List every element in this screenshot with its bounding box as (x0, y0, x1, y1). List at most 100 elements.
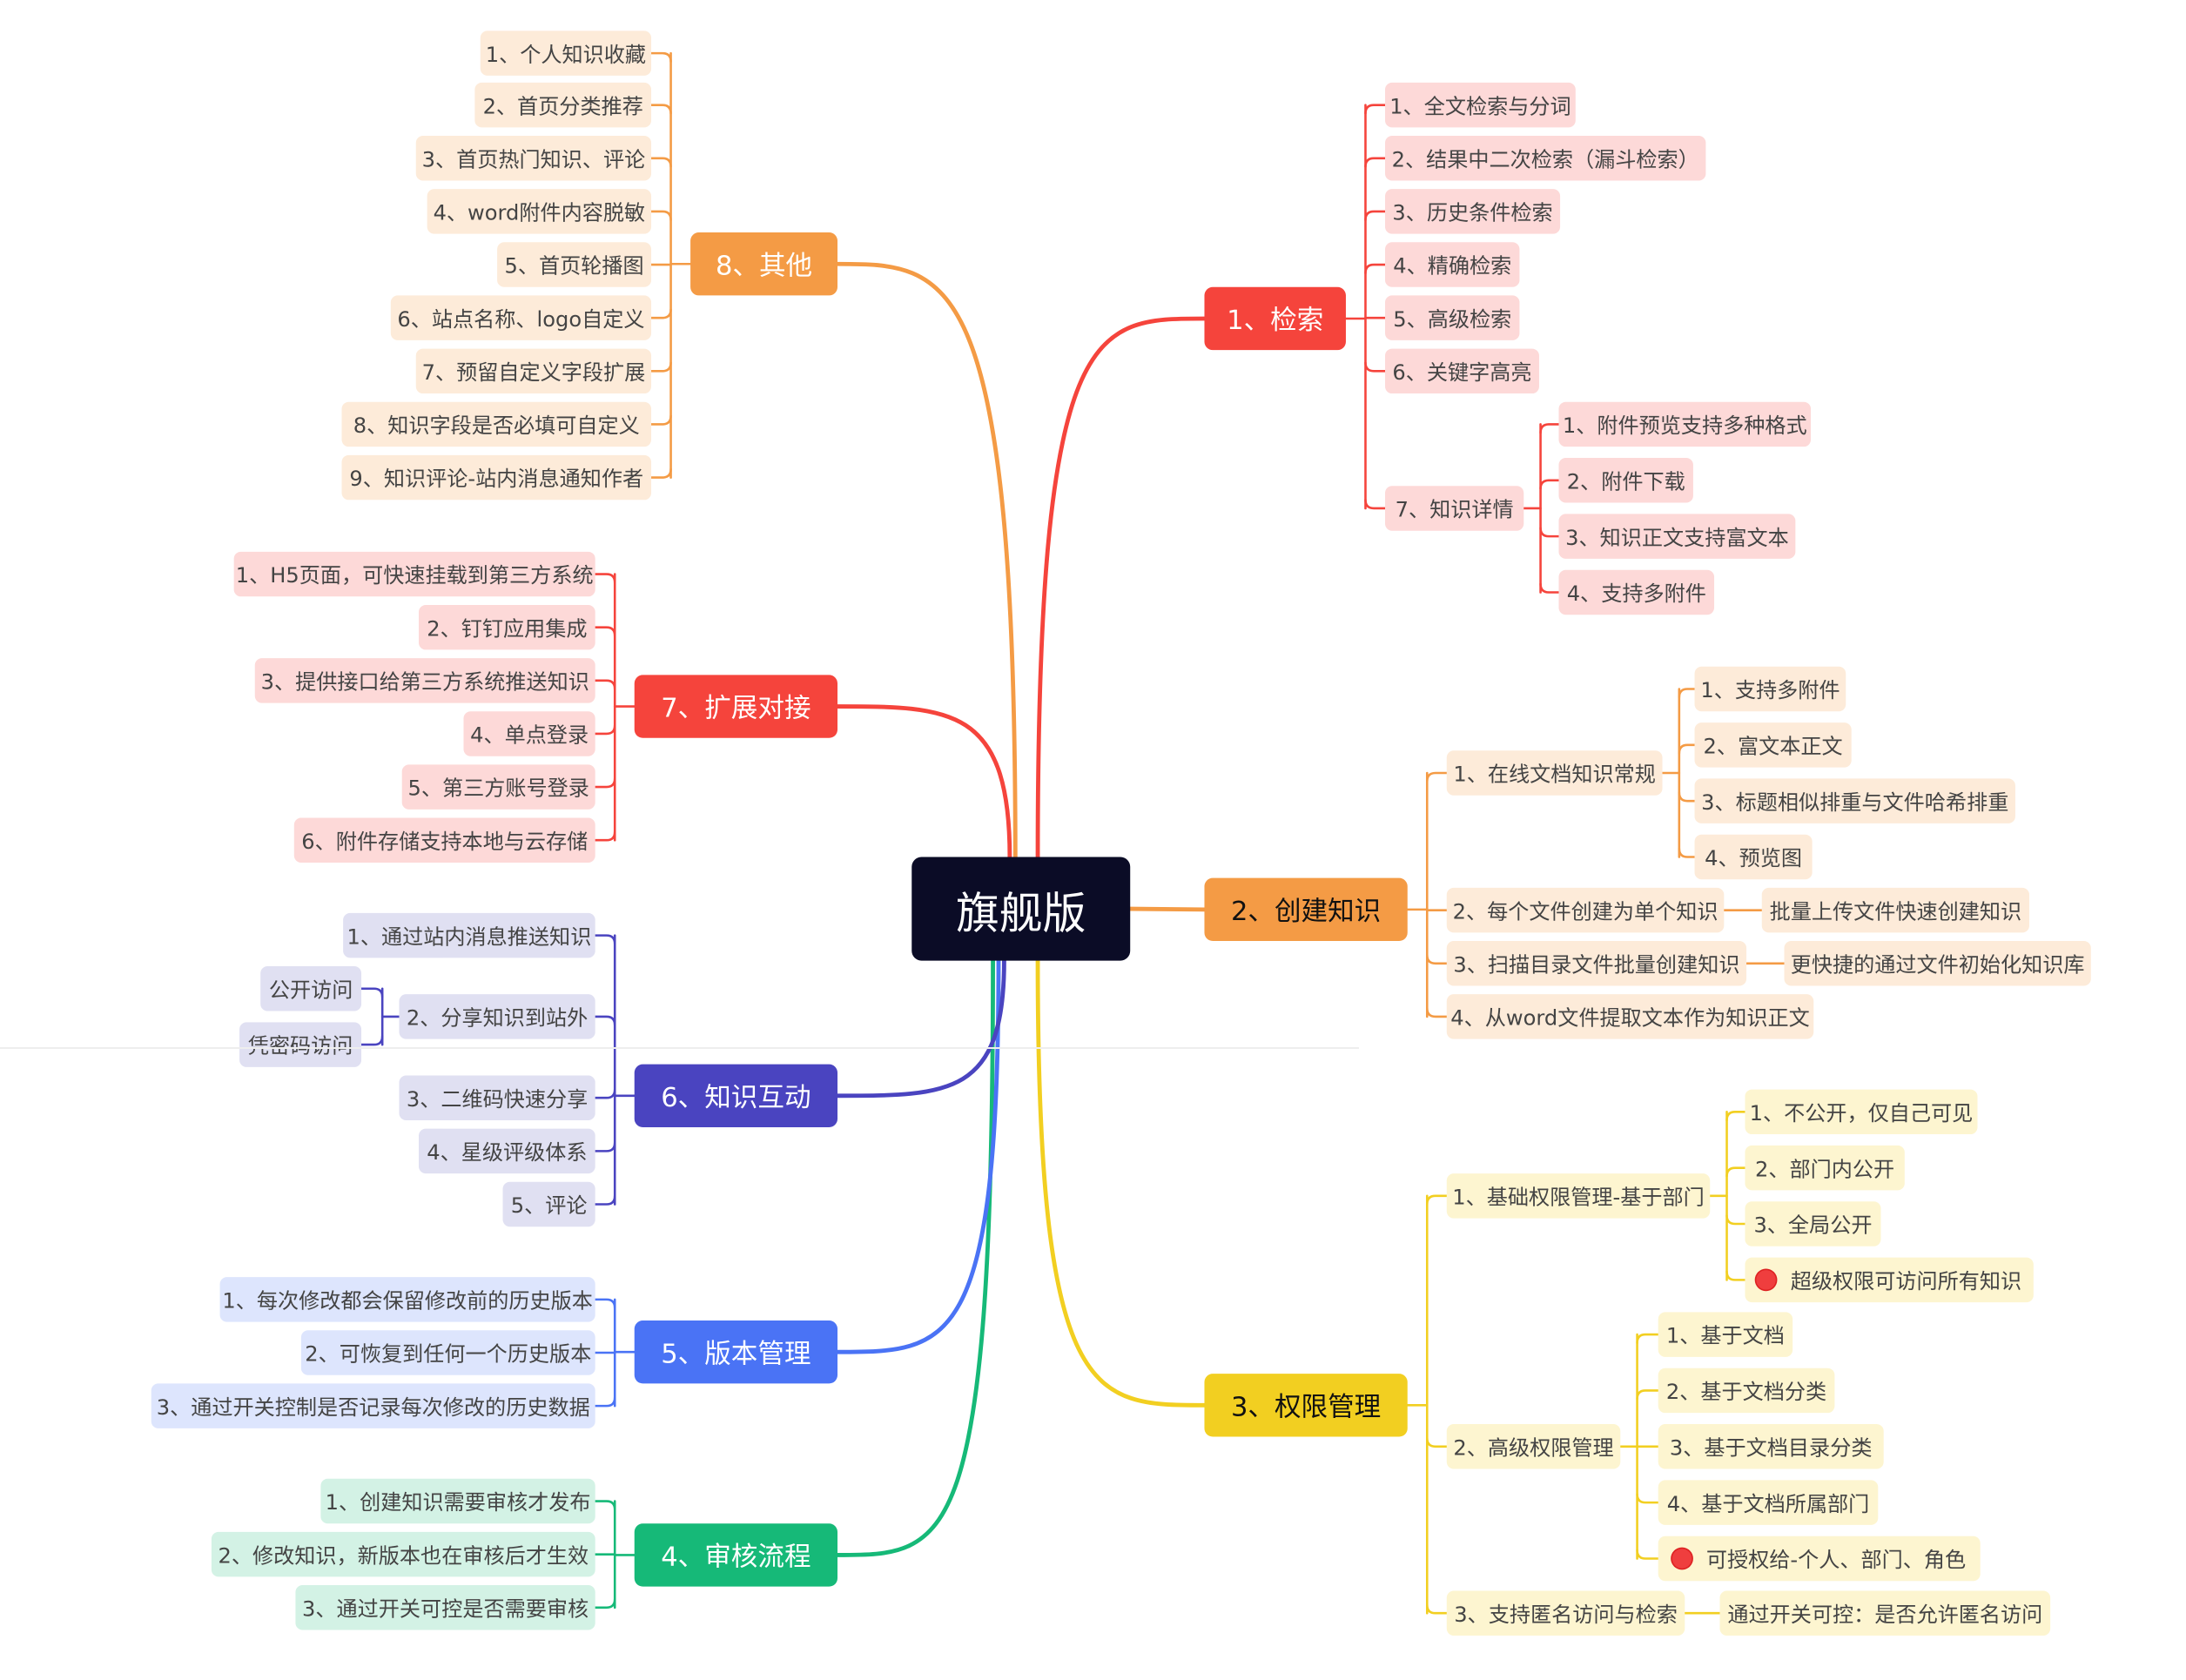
item-b2-2-label: 2、每个文件创建为单个知识 (1452, 897, 1719, 924)
item-b3-2-4[interactable]: 4、基于文档所属部门 (1658, 1480, 1879, 1525)
item-b7-3[interactable]: 3、提供接口给第三方系统推送知识 (254, 658, 595, 703)
item-b2-1-3[interactable]: 3、标题相似排重与文件哈希排重 (1694, 778, 2015, 823)
item-b8-8[interactable]: 8、知识字段是否必填可自定义 (341, 401, 652, 447)
item-b3-1[interactable]: 1、基础权限管理-基于部门 (1446, 1173, 1711, 1219)
item-b3-2-2[interactable]: 2、基于文档分类 (1658, 1368, 1835, 1414)
item-b6-4[interactable]: 4、星级评级体系 (419, 1128, 595, 1174)
connector (594, 1597, 616, 1609)
item-b6-2-1[interactable]: 公开访问 (260, 966, 362, 1011)
item-b8-7[interactable]: 7、预留自定义字段扩展 (415, 348, 652, 394)
item-b4-3[interactable]: 3、通过开关可控是否需要审核 (295, 1585, 595, 1630)
item-b8-1-label: 1、个人知识收藏 (485, 41, 647, 67)
branch-b6[interactable]: 6、知识互动 (634, 1064, 838, 1128)
item-b3-3[interactable]: 3、支持匿名访问与检索 (1446, 1590, 1685, 1636)
branch-b2[interactable]: 2、创建知识 (1204, 877, 1408, 942)
item-b3-2-1[interactable]: 1、基于文档 (1658, 1312, 1793, 1357)
item-b2-3-1[interactable]: 更快捷的通过文件初始化知识库 (1784, 941, 2091, 986)
item-b4-2[interactable]: 2、修改知识，新版本也在审核后才生效 (211, 1531, 595, 1577)
item-b1-6[interactable]: 6、关键字高亮 (1385, 348, 1539, 394)
root-node[interactable]: 旗舰版 (911, 857, 1131, 961)
item-b7-5[interactable]: 5、第三方账号登录 (401, 764, 595, 810)
item-b2-1-2[interactable]: 2、富文本正文 (1694, 722, 1852, 768)
item-b3-2[interactable]: 2、高级权限管理 (1446, 1424, 1621, 1469)
item-b1-2[interactable]: 2、结果中二次检索（漏斗检索） (1385, 136, 1706, 181)
branch-b5[interactable]: 5、版本管理 (634, 1320, 838, 1384)
item-b8-3[interactable]: 3、首页热门知识、评论 (415, 136, 652, 181)
item-b2-1[interactable]: 1、在线文档知识常规 (1446, 750, 1663, 796)
bottom-divider (0, 1047, 1359, 1049)
item-b3-2-5[interactable]: 可授权给-个人、部门、角色 (1658, 1536, 1981, 1582)
branch-b8[interactable]: 8、其他 (690, 232, 838, 296)
item-b3-1-4[interactable]: 超级权限可访问所有知识 (1745, 1257, 2034, 1303)
item-b2-3[interactable]: 3、扫描目录文件批量创建知识 (1446, 941, 1747, 986)
item-b3-1-2[interactable]: 2、部门内公开 (1745, 1145, 1905, 1191)
item-b1-7[interactable]: 7、知识详情 (1385, 486, 1524, 531)
connector (594, 626, 616, 637)
connector (649, 467, 672, 479)
item-b3-1-1[interactable]: 1、不公开，仅自己可见 (1745, 1089, 1978, 1135)
item-b6-3[interactable]: 3、二维码快速分享 (399, 1075, 595, 1120)
item-b1-5[interactable]: 5、高级检索 (1385, 295, 1520, 340)
branch-connector (1035, 316, 1207, 859)
item-b2-1-2-label: 2、富文本正文 (1703, 733, 1843, 759)
connector (1725, 1270, 1746, 1281)
item-b3-1-3[interactable]: 3、全局公开 (1745, 1201, 1881, 1247)
connector (1425, 771, 1449, 783)
connector (1678, 743, 1696, 755)
item-b1-3[interactable]: 3、历史条件检索 (1385, 189, 1561, 234)
branch-b4[interactable]: 4、审核流程 (634, 1523, 838, 1587)
item-b3-1-2-label: 2、部门内公开 (1755, 1155, 1895, 1181)
item-b1-7-4[interactable]: 4、支持多附件 (1558, 569, 1715, 615)
item-b7-2[interactable]: 2、钉钉应用集成 (419, 604, 595, 650)
item-b2-2[interactable]: 2、每个文件创建为单个知识 (1446, 887, 1725, 933)
branch-b3[interactable]: 3、权限管理 (1204, 1374, 1408, 1437)
item-b2-2-1[interactable]: 批量上传文件快速创建知识 (1761, 887, 2030, 933)
item-b6-5[interactable]: 5、评论 (502, 1181, 595, 1227)
branch-b1[interactable]: 1、检索 (1204, 286, 1346, 351)
item-b1-7-1[interactable]: 1、附件预览支持多种格式 (1558, 401, 1812, 447)
item-b1-4[interactable]: 4、精确检索 (1385, 242, 1520, 287)
item-b1-1[interactable]: 1、全文检索与分词 (1385, 82, 1576, 128)
item-b8-1[interactable]: 1、个人知识收藏 (480, 30, 652, 76)
item-b3-3-1-label: 通过开关可控：是否允许匿名访问 (1727, 1601, 2043, 1627)
connector (1425, 1436, 1449, 1448)
item-b6-4-label: 4、星级评级体系 (427, 1139, 588, 1165)
item-b8-9[interactable]: 9、知识评论-站内消息通知作者 (341, 454, 652, 501)
connector (649, 361, 672, 373)
branch-b7[interactable]: 7、扩展对接 (634, 675, 838, 738)
item-b2-1-4[interactable]: 4、预览图 (1694, 834, 1813, 880)
item-b8-4[interactable]: 4、word附件内容脱敏 (427, 189, 652, 234)
item-b1-7-3[interactable]: 3、知识正文支持富文本 (1558, 514, 1796, 559)
connector (1678, 688, 1696, 699)
connector (1539, 527, 1560, 538)
item-b6-2-2[interactable]: 凭密码访问 (239, 1022, 362, 1067)
item-b3-2-3-label: 3、基于文档目录分类 (1669, 1435, 1873, 1461)
item-b5-2[interactable]: 2、可恢复到任何一个历史版本 (300, 1330, 595, 1375)
item-b8-2[interactable]: 2、首页分类推荐 (474, 82, 652, 128)
item-b8-6[interactable]: 6、站点名称、logo自定义 (390, 295, 652, 340)
item-b7-4[interactable]: 4、单点登录 (463, 711, 595, 756)
item-b6-1[interactable]: 1、通过站内消息推送知识 (343, 912, 595, 958)
item-b3-2-4-label: 4、基于文档所属部门 (1666, 1490, 1870, 1516)
item-b1-6-label: 6、关键字高亮 (1392, 359, 1532, 385)
connector (1364, 210, 1387, 221)
item-b2-4[interactable]: 4、从word文件提取文本作为知识正文 (1446, 994, 1814, 1039)
item-b7-6[interactable]: 6、附件存储支持本地与云存储 (293, 817, 595, 863)
item-b2-1-1[interactable]: 1、支持多附件 (1694, 666, 1846, 712)
item-b5-1[interactable]: 1、每次修改都会保留修改前的历史版本 (219, 1277, 595, 1322)
branch-connector (835, 261, 1018, 859)
item-b8-5-label: 5、首页轮播图 (504, 252, 644, 279)
item-b6-2[interactable]: 2、分享知识到站外 (399, 994, 595, 1039)
item-b1-7-2[interactable]: 2、附件下载 (1558, 458, 1693, 503)
item-b8-5[interactable]: 5、首页轮播图 (497, 242, 652, 287)
connector (594, 830, 616, 842)
item-b5-3[interactable]: 3、通过开关控制是否记录每次修改的历史数据 (151, 1383, 595, 1428)
item-b4-1[interactable]: 1、创建知识需要审核才发布 (320, 1478, 595, 1524)
item-b3-2-3[interactable]: 3、基于文档目录分类 (1658, 1424, 1884, 1469)
item-b3-2-5-label: 可授权给-个人、部门、角色 (1705, 1546, 1967, 1572)
item-b3-3-1[interactable]: 通过开关可控：是否允许匿名访问 (1719, 1590, 2051, 1636)
item-b1-7-1-label: 1、附件预览支持多种格式 (1562, 412, 1807, 438)
item-b7-1[interactable]: 1、H5页面，可快速挂载到第三方系统 (233, 551, 595, 597)
